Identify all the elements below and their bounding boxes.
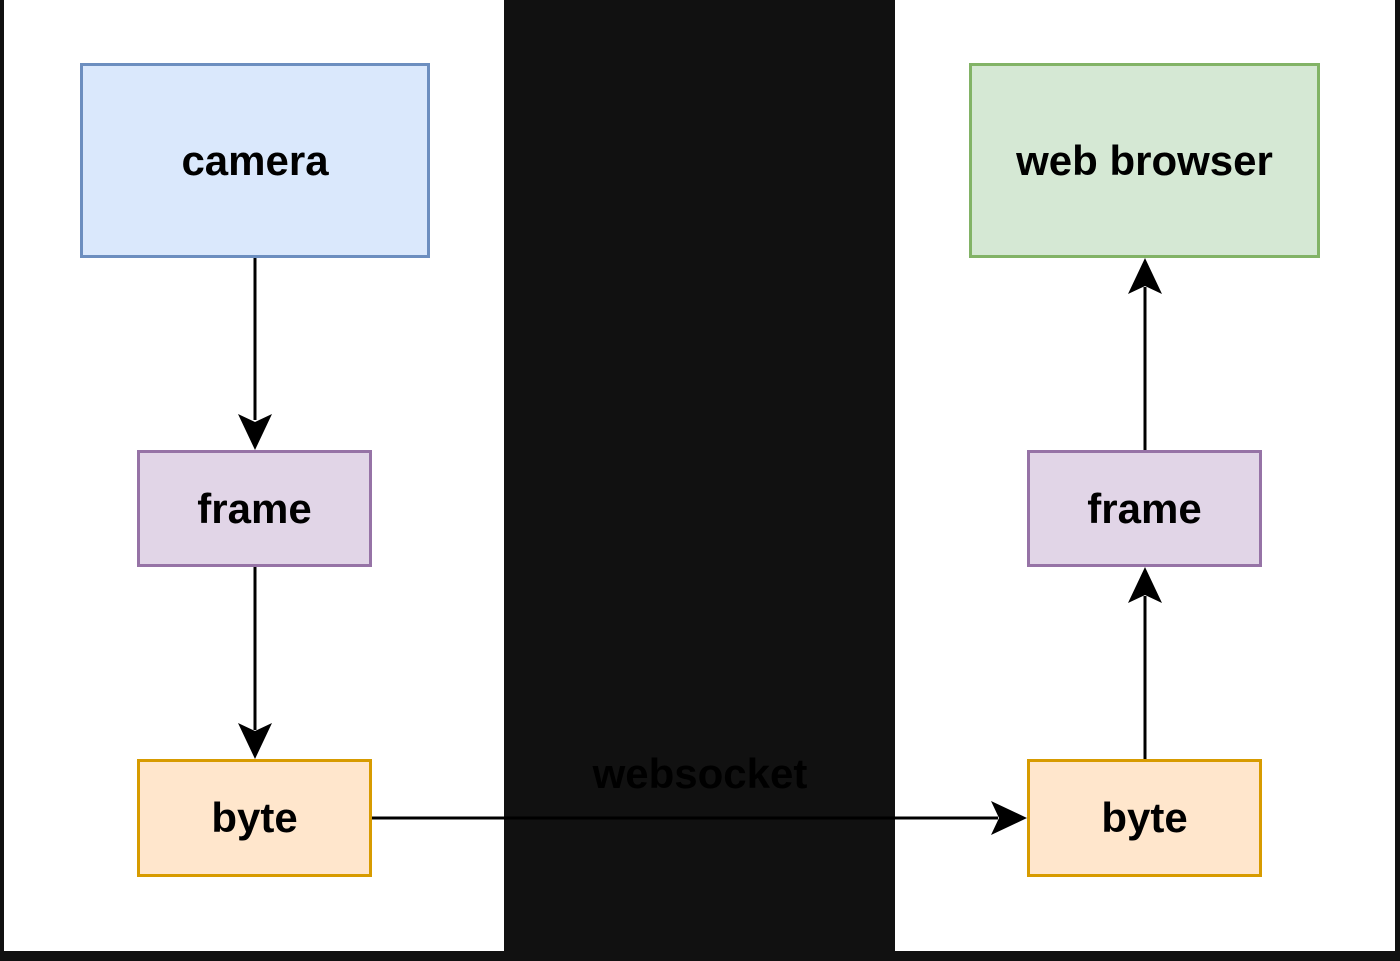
camera-label: camera (181, 136, 329, 184)
byte-label-right: byte (1101, 794, 1188, 841)
web-browser-label: web browser (1016, 136, 1273, 184)
websocket-edge-label: websocket (592, 750, 808, 797)
frame-label-left: frame (197, 484, 312, 532)
arrowhead-byte-to-frame-right (1128, 567, 1162, 603)
frame-node-right: frame (1027, 450, 1262, 567)
web-browser-node: web browser (969, 63, 1320, 258)
arrowhead-frame-to-byte-left (238, 723, 272, 759)
camera-node: camera (80, 63, 430, 258)
arrowhead-frame-to-browser (1128, 258, 1162, 294)
byte-node-right: byte (1027, 759, 1262, 877)
frame-node-left: frame (137, 450, 372, 567)
byte-label-left: byte (211, 794, 298, 841)
arrowhead-byte-to-byte (991, 801, 1027, 835)
byte-node-left: byte (137, 759, 372, 877)
frame-label-right: frame (1087, 484, 1202, 532)
arrowhead-camera-to-frame (238, 414, 272, 450)
